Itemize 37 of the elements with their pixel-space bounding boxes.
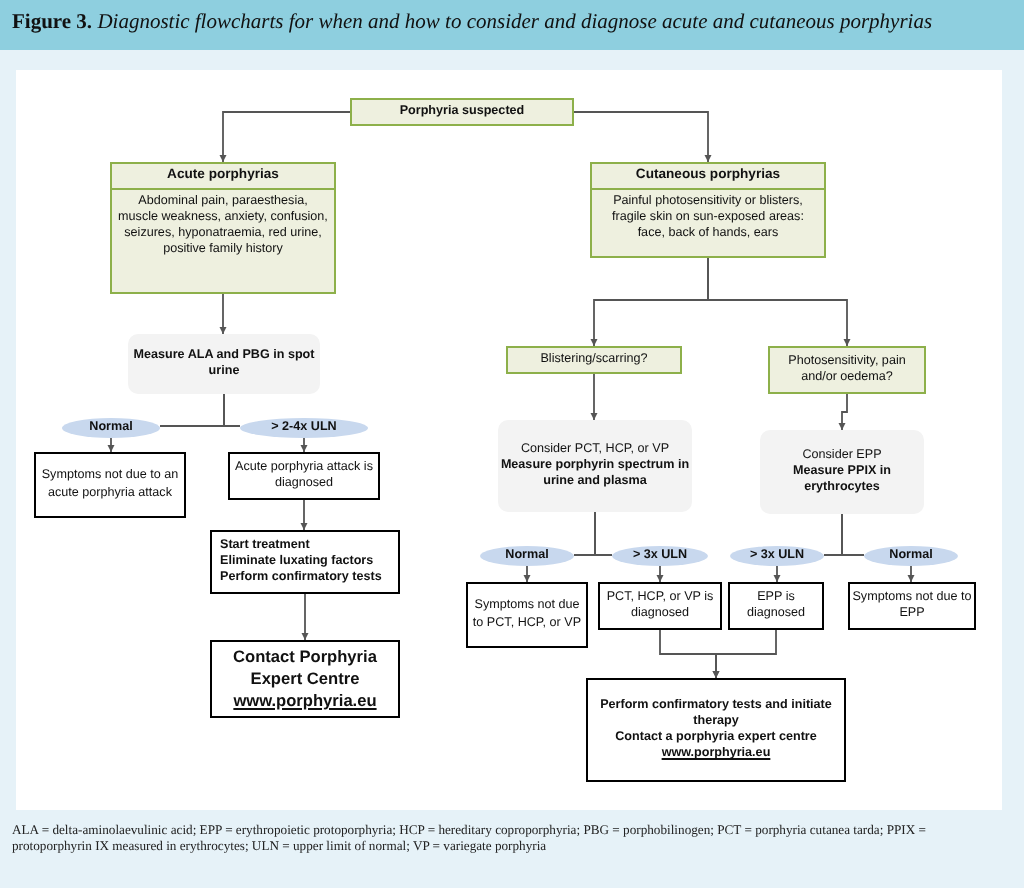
outcome-box bbox=[228, 452, 380, 500]
action-box bbox=[210, 530, 400, 594]
question-box bbox=[350, 98, 574, 126]
arrow bbox=[300, 499, 308, 531]
connector-line bbox=[841, 513, 865, 556]
arrow bbox=[656, 565, 664, 583]
category-box bbox=[110, 162, 336, 294]
category-box bbox=[590, 162, 826, 258]
test-box bbox=[128, 334, 320, 394]
outcome-box bbox=[586, 678, 846, 782]
arrow bbox=[301, 593, 309, 641]
arrow bbox=[838, 393, 848, 431]
outcome-box bbox=[598, 582, 722, 630]
arrow bbox=[300, 437, 308, 453]
outcome-box bbox=[210, 640, 400, 718]
arrow bbox=[590, 373, 598, 421]
arrow bbox=[707, 257, 851, 347]
connector-line bbox=[594, 511, 613, 556]
test-box bbox=[760, 430, 924, 514]
web-link: www.porphyria.eu bbox=[233, 690, 377, 713]
outcome-box bbox=[728, 582, 824, 630]
outcome-box bbox=[34, 452, 186, 518]
question-box bbox=[506, 346, 682, 374]
question-box bbox=[768, 346, 926, 394]
connector-line bbox=[223, 393, 241, 427]
arrow bbox=[712, 629, 777, 679]
outcome-box bbox=[848, 582, 976, 630]
arrow bbox=[107, 437, 115, 453]
arrow bbox=[523, 565, 531, 583]
arrow bbox=[219, 293, 227, 335]
outcome-box bbox=[466, 582, 588, 648]
arrow bbox=[907, 565, 915, 583]
arrow bbox=[573, 111, 712, 163]
test-box bbox=[498, 420, 692, 512]
figure-title: Figure 3. Diagnostic flowcharts for when and how to consider and diagnose acute and cutaneous porphyrias bbox=[12, 12, 933, 34]
arrow bbox=[773, 565, 781, 583]
arrow bbox=[219, 111, 351, 163]
